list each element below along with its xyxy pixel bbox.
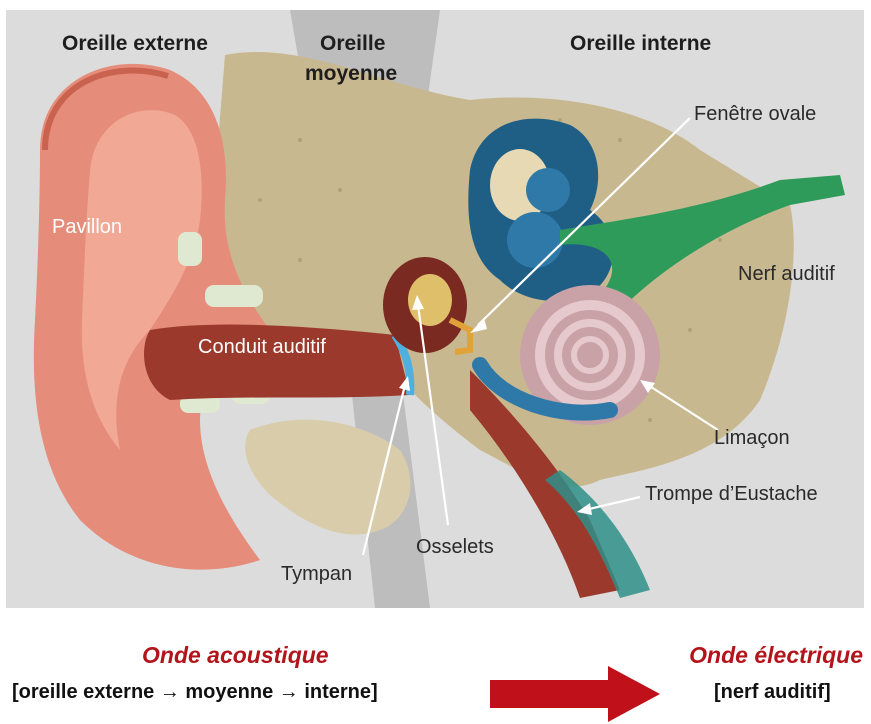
ossicles-body — [408, 274, 452, 326]
caption-electric-wave-title: Onde électrique — [689, 642, 863, 669]
label-fenetre-ovale: Fenêtre ovale — [694, 103, 816, 125]
region-middle-ear-line1: Oreille — [320, 32, 385, 55]
label-tympan: Tympan — [281, 563, 352, 585]
label-pavillon: Pavillon — [52, 216, 122, 238]
label-conduit-auditif: Conduit auditif — [198, 336, 326, 358]
label-limacon: Limaçon — [714, 427, 790, 449]
vestibule-ball-2 — [507, 212, 563, 268]
vestibule-ball-1 — [526, 168, 570, 212]
region-outer-ear: Oreille externe — [62, 32, 208, 55]
caption-acoustic-wave-title: Onde acoustique — [142, 642, 329, 669]
label-trompe-eustache: Trompe d’Eustache — [645, 483, 818, 505]
region-inner-ear: Oreille interne — [570, 32, 711, 55]
label-osselets: Osselets — [416, 536, 494, 558]
right-arrow-icon — [490, 666, 660, 722]
caption-electric-wave-path: [nerf auditif] — [714, 681, 831, 704]
caption: Onde acoustique [oreille externe → moyen… — [0, 610, 871, 724]
ear-anatomy-diagram: Oreille externe Oreille moyenne Oreille … — [0, 0, 871, 610]
caption-acoustic-wave-path: [oreille externe → moyenne → interne] — [12, 681, 378, 704]
region-middle-ear-line2: moyenne — [305, 62, 397, 85]
label-nerf-auditif: Nerf auditif — [738, 263, 835, 285]
